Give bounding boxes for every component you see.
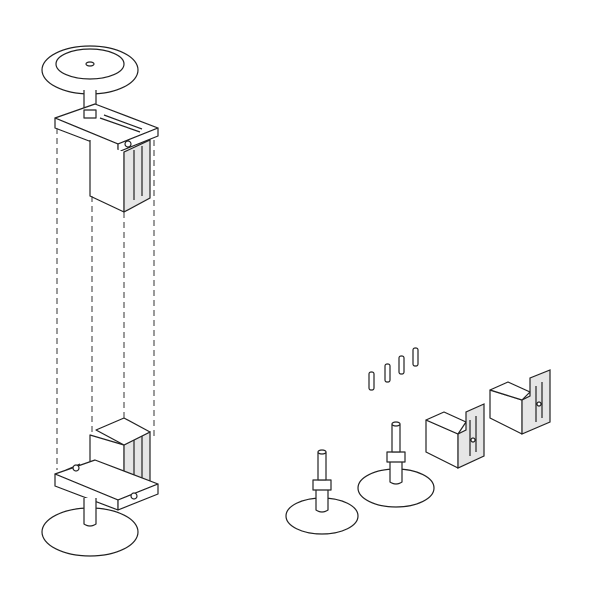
leveling-foot-1 <box>285 449 359 535</box>
bracket-part-1 <box>425 403 485 469</box>
top-leveling-disc <box>41 45 139 109</box>
connector-pins <box>368 347 419 391</box>
alignment-guides <box>56 128 155 470</box>
leveling-foot-2 <box>357 421 435 508</box>
bottom-bracket <box>54 417 159 511</box>
top-bracket <box>54 103 159 214</box>
bottom-leveling-disc <box>41 498 139 557</box>
bracket-part-2 <box>489 369 551 435</box>
